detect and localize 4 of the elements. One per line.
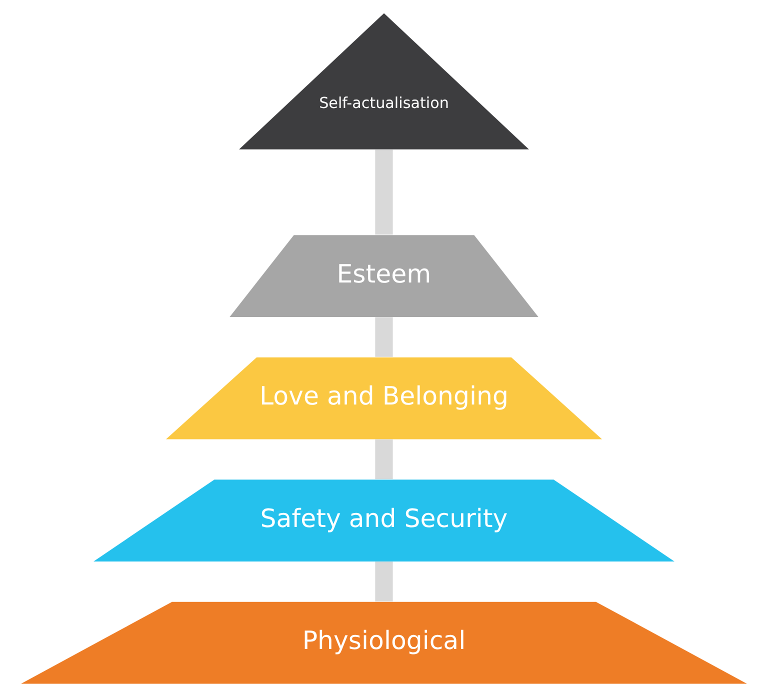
connector (375, 317, 393, 357)
connector (375, 562, 393, 602)
connector (375, 150, 393, 235)
connector (375, 439, 393, 480)
